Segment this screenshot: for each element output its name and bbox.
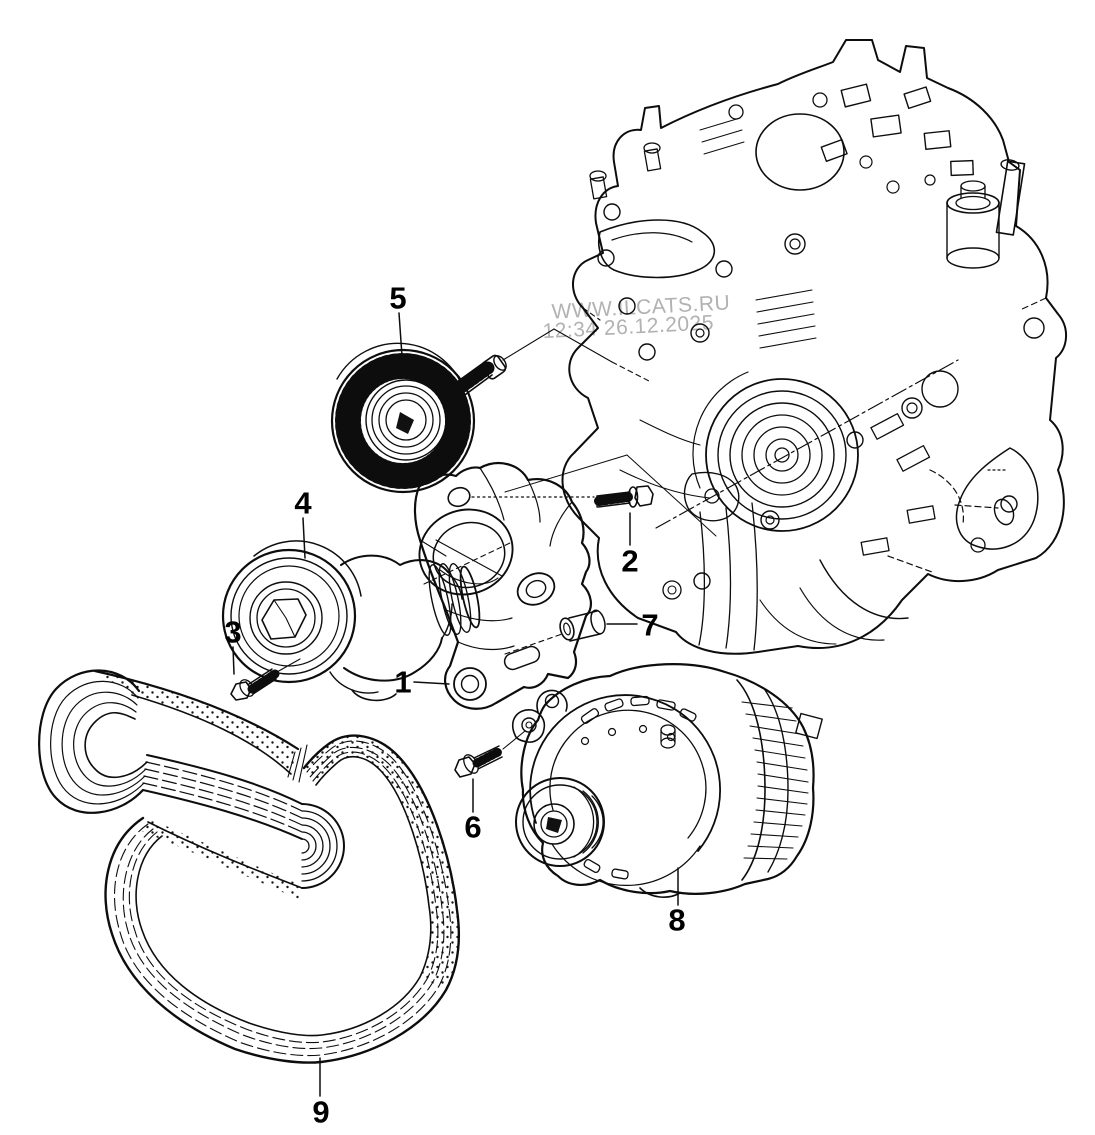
- alternator-drawing: [511, 663, 823, 898]
- bolt-6-drawing: [454, 730, 526, 778]
- bolt-2-drawing: [594, 485, 654, 508]
- callout-6: 6: [464, 809, 482, 845]
- belt-drawing: [38, 669, 461, 1064]
- callout-7: 7: [641, 607, 659, 643]
- callout-leader-lines: [232, 312, 679, 1097]
- callout-8: 8: [668, 902, 686, 938]
- bolt-3-drawing: [230, 658, 301, 701]
- callout-2: 2: [621, 543, 639, 579]
- idler-pulley-drawing: [330, 328, 650, 494]
- bushing-drawing: [504, 609, 606, 655]
- callout-5: 5: [389, 280, 407, 316]
- engine-block-drawing: [561, 39, 1067, 655]
- bracket-drawing: [413, 454, 717, 710]
- callout-4: 4: [294, 485, 312, 521]
- callout-1: 1: [394, 664, 412, 700]
- callout-9: 9: [312, 1094, 330, 1130]
- callout-3: 3: [224, 614, 242, 650]
